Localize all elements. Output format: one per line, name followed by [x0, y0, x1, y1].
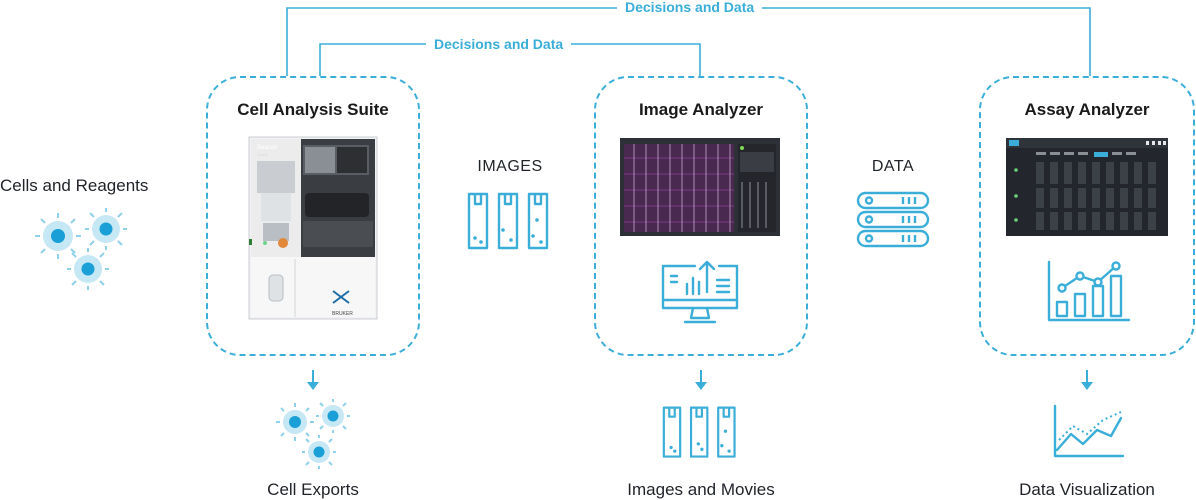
bar-chart-trend-icon: [1047, 260, 1131, 322]
outer-loop-label: Decisions and Data: [617, 0, 763, 15]
instrument-model-text: Beacon: [257, 145, 277, 151]
cells-icon: [276, 399, 350, 469]
instrument-photo: Beacon Quest BRUKER: [248, 136, 378, 320]
database-icon: [856, 191, 930, 248]
arrow-down-icon-3: [1081, 370, 1093, 390]
cell-3: [67, 248, 109, 290]
data-connector-label: DATA: [871, 158, 915, 175]
outer-loop-line: [286, 7, 1091, 76]
images-and-movies-label: Images and Movies: [627, 480, 775, 499]
cell-analysis-suite-box: [206, 76, 420, 356]
cell-analysis-suite-title: Cell Analysis Suite: [237, 100, 389, 119]
data-visualization-label: Data Visualization: [1019, 480, 1155, 499]
cell-2: [85, 208, 127, 250]
arrow-down-icon-1: [307, 370, 319, 390]
input-label: Cells and Reagents: [0, 176, 149, 195]
pen-chips-icon: [467, 192, 549, 250]
assay-analyzer-box: [979, 76, 1195, 356]
cell-exports-label: Cell Exports: [267, 480, 359, 499]
assay-analyzer-title: Assay Analyzer: [1024, 100, 1150, 119]
instrument-brand-text: BRUKER: [332, 311, 353, 317]
pen-chips-icon: [662, 406, 736, 458]
inner-loop-label: Decisions and Data: [426, 36, 572, 52]
monitor-upload-chart-icon: [661, 260, 739, 324]
image-analyzer-title: Image Analyzer: [638, 100, 764, 119]
arrow-down-icon-2: [695, 370, 707, 390]
cells-icon: [35, 208, 127, 290]
line-graph-icon: [1053, 404, 1125, 458]
cell-1: [35, 213, 81, 259]
image-analyzer-box: [594, 76, 808, 356]
image-analyzer-screenshot: [620, 138, 780, 236]
instrument-model-sub-text: Quest: [257, 152, 269, 157]
images-connector-label: IMAGES: [477, 158, 543, 175]
assay-analyzer-screenshot: [1006, 138, 1168, 236]
